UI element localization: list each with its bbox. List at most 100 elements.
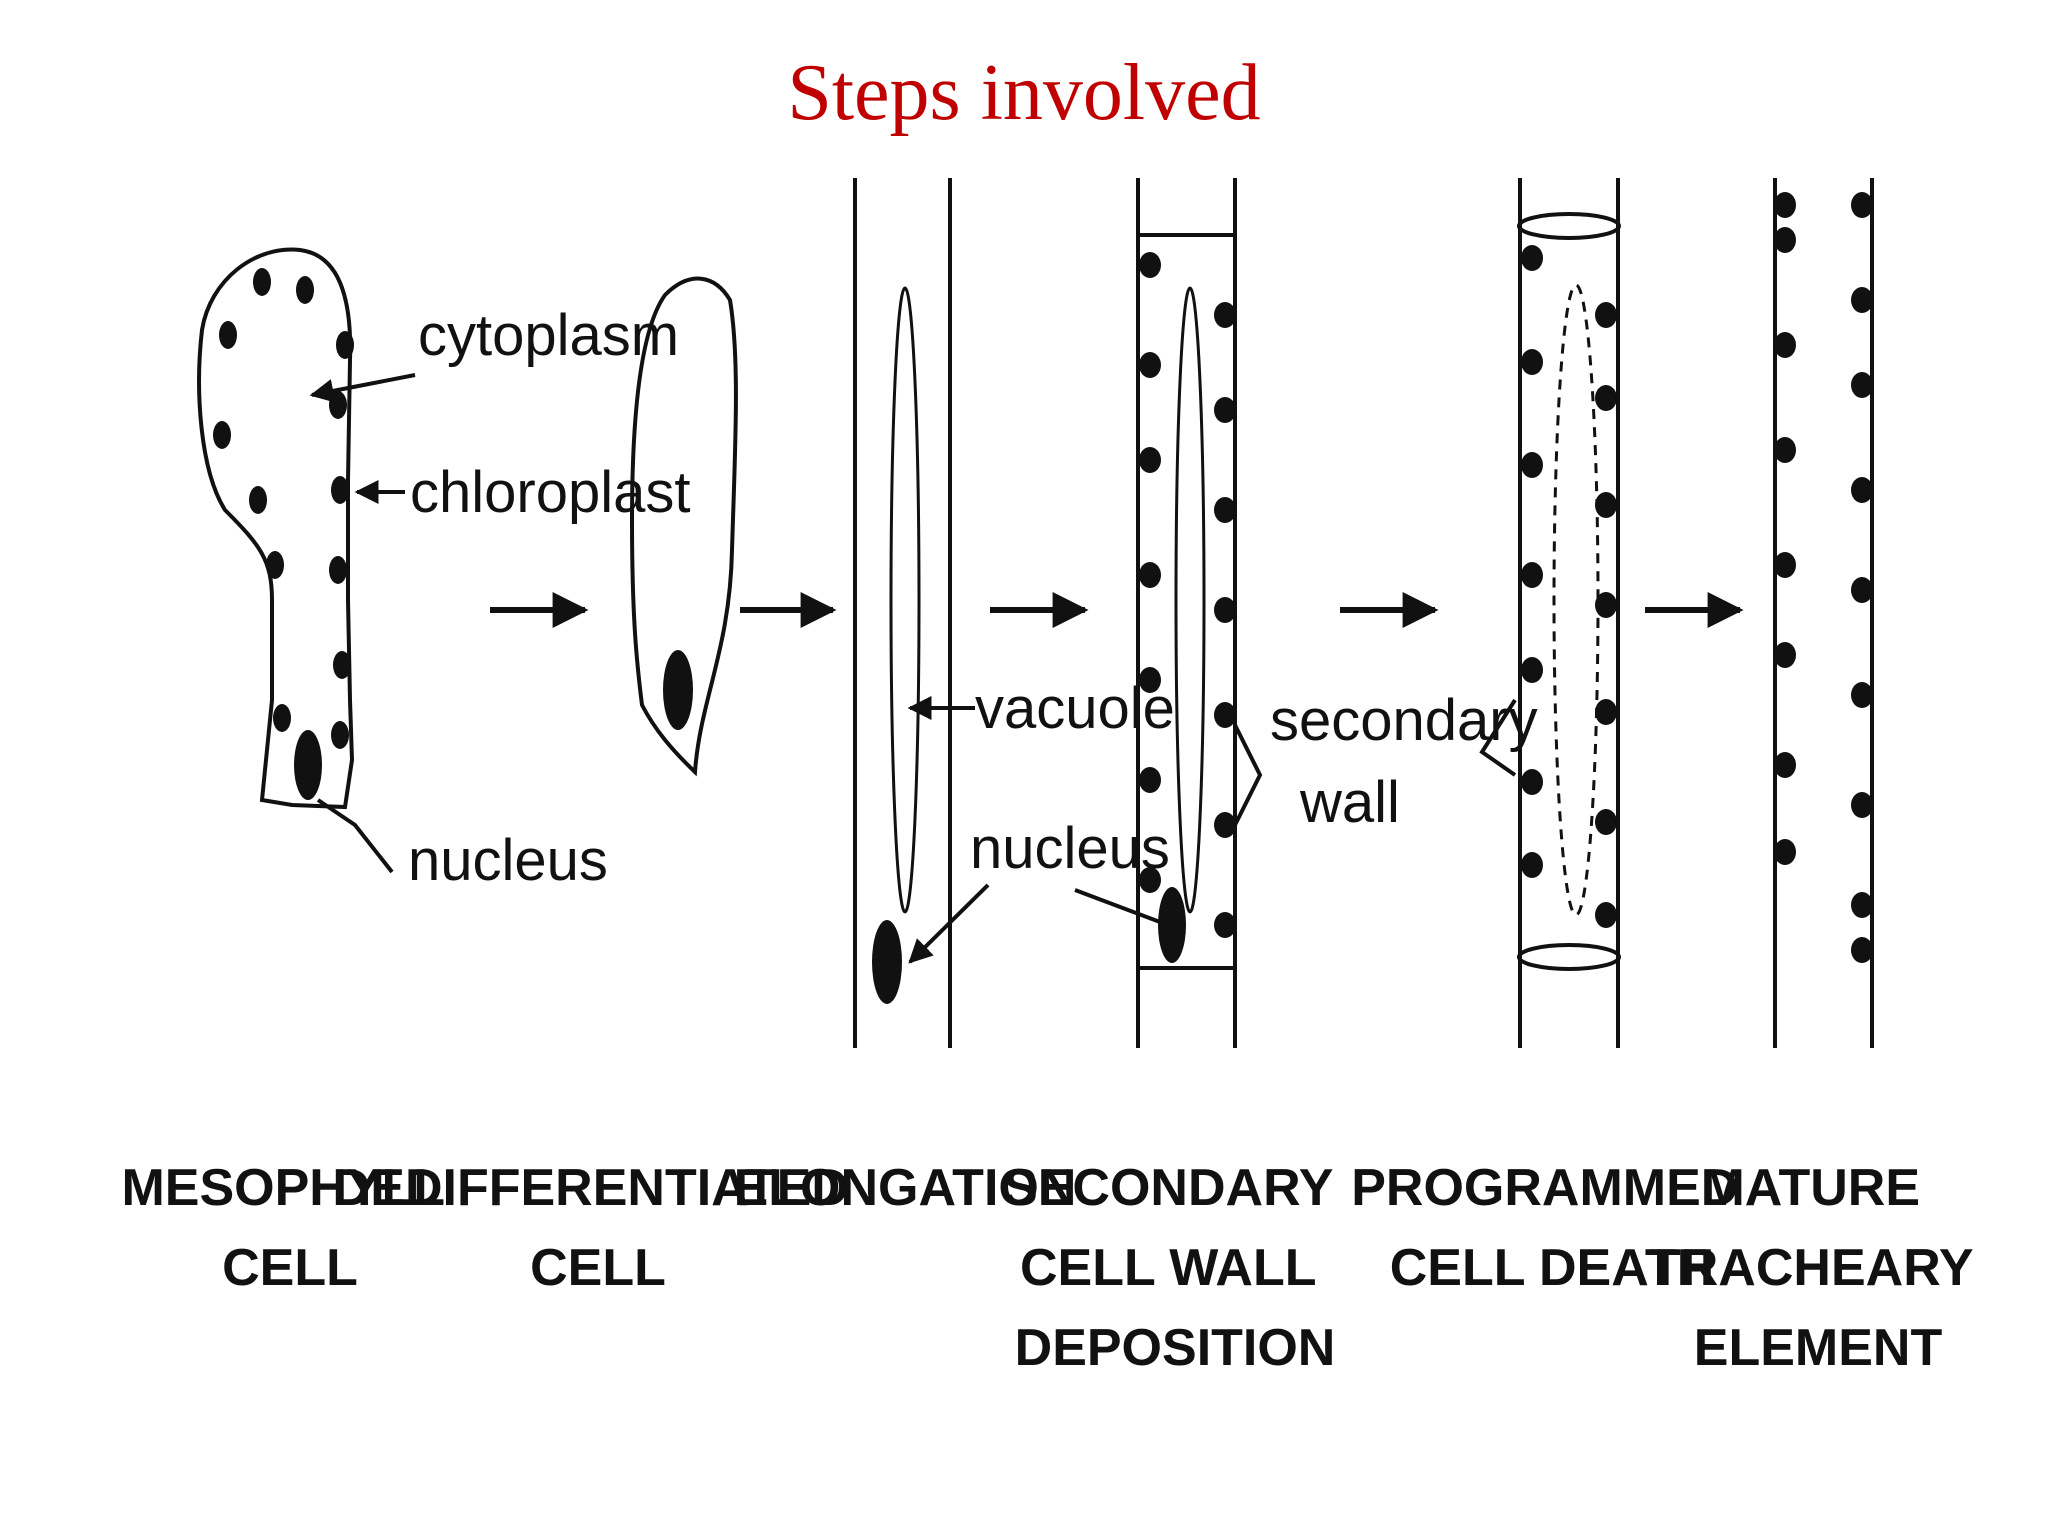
label-nucleus: nucleus [408, 828, 608, 893]
wall-thickening-dot [1139, 447, 1161, 473]
secondary-wall-thickenings [1139, 252, 1236, 938]
elongation-cell [853, 178, 952, 1048]
wall-thickening-dot [1595, 699, 1617, 725]
wall-thickening-dot [1139, 867, 1161, 893]
wall-thickening-dot [1595, 385, 1617, 411]
secondary-vacuole [1174, 286, 1206, 914]
wall-thickening-dot [1851, 372, 1873, 398]
wall-thickening-dot [1595, 492, 1617, 518]
slide-title: Steps involved [787, 49, 1261, 137]
wall-thickening-dot [1774, 552, 1796, 578]
chloroplast-dot [219, 321, 237, 349]
wall-thickening-dot [1595, 809, 1617, 835]
chloroplast-dot [333, 651, 351, 679]
chloroplast-dot [331, 476, 349, 504]
label-chloroplast: chloroplast [410, 460, 690, 525]
wall-thickening-dot [1521, 852, 1543, 878]
chloroplast-dot [266, 551, 284, 579]
stage-label-mesophyll: MESOPHYLL CELL [121, 1159, 458, 1297]
secondary-wall-bracket-left [1233, 724, 1263, 826]
dedifferentiated-nucleus [663, 650, 693, 730]
wall-thickening-dot [1214, 812, 1236, 838]
mesophyll-cell-outline [197, 247, 355, 810]
elongation-vacuole [889, 286, 921, 914]
cytoplasm-leader [309, 373, 416, 403]
label-nucleus-2: nucleus [970, 816, 1170, 881]
secondary-wall-bracket-right [1479, 698, 1517, 777]
wall-thickening-dot [1521, 349, 1543, 375]
stage-labels: MESOPHYLL CELL DEDIFFERENTIATED CELL ELO… [121, 1159, 1987, 1377]
secondary-nucleus [1158, 887, 1186, 963]
programmed-death-cell [1517, 178, 1621, 1048]
wall-thickening-dot [1595, 902, 1617, 928]
wall-thickening-dot [1214, 597, 1236, 623]
part-labels: cytoplasm chloroplast nucleus vacuole nu… [408, 303, 1538, 893]
wall-thickening-dot [1851, 287, 1873, 313]
wall-thickening-dot [1774, 332, 1796, 358]
wall-thickening-dot [1774, 437, 1796, 463]
wall-thickening-dot [1139, 767, 1161, 793]
nucleus2-leader-left [908, 883, 990, 964]
mesophyll-cell [197, 247, 355, 810]
pcd-dissolving-vacuole [1552, 283, 1600, 917]
secondary-wall-cell [1136, 178, 1237, 1048]
label-cytoplasm: cytoplasm [418, 303, 679, 368]
wall-thickening-dot [1851, 682, 1873, 708]
wall-thickening-dot [1139, 352, 1161, 378]
chloroplast-dot [273, 704, 291, 732]
wall-thickening-dot [1521, 562, 1543, 588]
wall-thickening-dot [1774, 227, 1796, 253]
dedifferentiated-cell [629, 276, 738, 777]
label-wall: wall [1299, 770, 1400, 835]
stage-label-elongation: ELONGATION [734, 1159, 1077, 1217]
chloroplast-dot [253, 268, 271, 296]
wall-thickening-dot [1774, 752, 1796, 778]
wall-thickening-dot [1214, 497, 1236, 523]
wall-thickening-dot [1595, 302, 1617, 328]
wall-thickening-dot [1774, 839, 1796, 865]
stage-label-secondary-wall: SECONDARY CELL WALL DEPOSITION [1003, 1159, 1347, 1377]
leader-lines [309, 373, 1517, 964]
chloroplast-dot [329, 556, 347, 584]
mesophyll-nucleus [294, 730, 322, 800]
wall-thickening-dot [1851, 937, 1873, 963]
pcd-end-plate-bottom [1517, 943, 1621, 971]
wall-thickening-dot [1521, 657, 1543, 683]
chloroplast-dot [331, 721, 349, 749]
nucleus-leader [316, 798, 394, 874]
pcd-end-plate-top [1517, 212, 1621, 240]
wall-thickening-dot [1851, 892, 1873, 918]
wall-thickening-dot [1139, 667, 1161, 693]
wall-thickening-dot [1521, 769, 1543, 795]
wall-thickening-dot [1214, 302, 1236, 328]
chloroplast-dots [213, 268, 354, 749]
mature-tracheary-element [1773, 178, 1874, 1048]
wall-thickening-dot [1214, 397, 1236, 423]
elongation-nucleus [872, 920, 902, 1004]
wall-thickening-dot [1851, 577, 1873, 603]
wall-thickening-dot [1521, 452, 1543, 478]
nucleus2-leader-right [1074, 888, 1161, 924]
wall-thickening-dot [1595, 592, 1617, 618]
stage-label-dedifferentiated: DEDIFFERENTIATED CELL [333, 1159, 864, 1297]
wall-thickening-dot [1851, 477, 1873, 503]
pcd-wall-thickenings [1521, 245, 1617, 928]
chloroplast-dot [213, 421, 231, 449]
wall-thickening-dot [1521, 245, 1543, 271]
stage-label-mature: MATURE TRACHEARY ELEMENT [1649, 1159, 1987, 1377]
label-vacuole: vacuole [975, 676, 1175, 741]
wall-thickening-dot [1139, 562, 1161, 588]
wall-thickening-dot [1774, 192, 1796, 218]
chloroplast-dot [296, 276, 314, 304]
stage-label-programmed-death: PROGRAMMED CELL DEATH [1351, 1159, 1753, 1297]
wall-thickening-dot [1214, 912, 1236, 938]
wall-thickening-dot [1851, 792, 1873, 818]
chloroplast-dot [329, 391, 347, 419]
wall-thickening-dot [1214, 702, 1236, 728]
wall-thickening-dot [1139, 252, 1161, 278]
wall-thickening-dot [1774, 642, 1796, 668]
mature-wall-thickenings [1774, 192, 1873, 963]
chloroplast-dot [249, 486, 267, 514]
wall-thickening-dot [1851, 192, 1873, 218]
